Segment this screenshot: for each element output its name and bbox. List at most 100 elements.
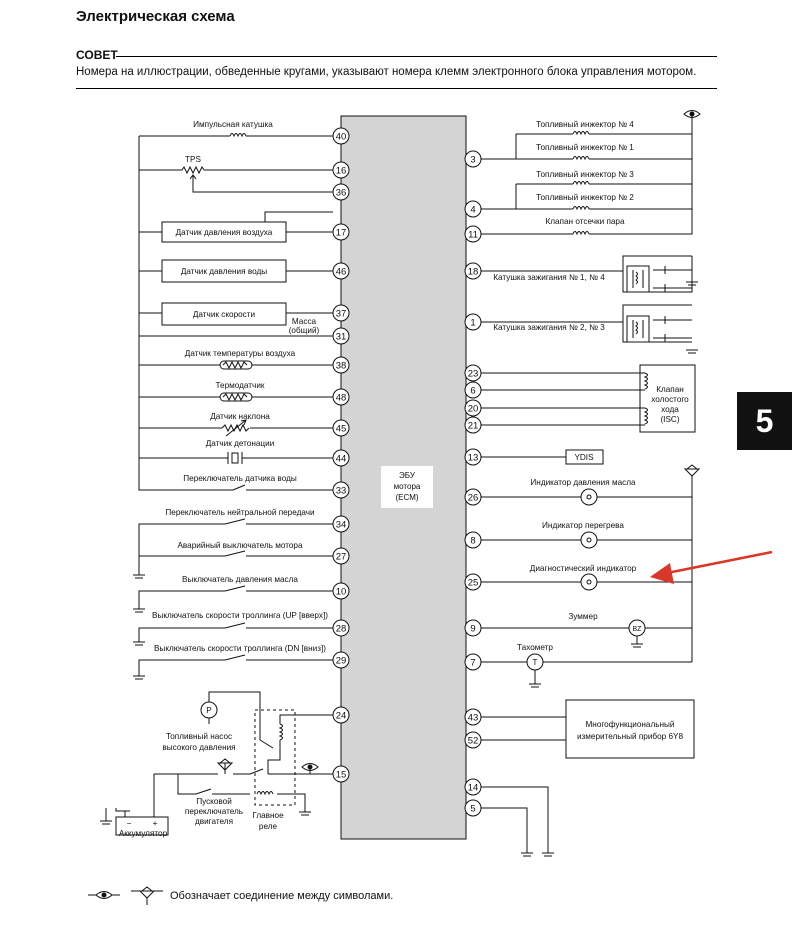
pin-left-36 <box>332 183 350 201</box>
label-multimeter-2: измерительный прибор 6Y8 <box>577 732 684 741</box>
pin-label-right-13: 13 <box>468 453 479 464</box>
label-relay-2: реле <box>259 822 278 831</box>
label-tps: TPS <box>185 155 201 164</box>
label-inj4: Топливный инжектор № 4 <box>536 120 634 129</box>
ground-left-4 <box>133 675 145 680</box>
label-pump-symbol: P <box>206 706 212 715</box>
ecu-label-3: (ECM) <box>395 493 418 502</box>
wire-15 <box>153 773 333 808</box>
label-air-temp: Датчик температуры воздуха <box>185 349 296 358</box>
label-fuel-pump-1: Топливный насос <box>166 732 232 741</box>
label-tacho: Тахометр <box>517 643 553 652</box>
switch-28 <box>224 622 246 629</box>
tacho-symbol: T <box>533 658 538 667</box>
label-relay-1: Главное <box>252 811 284 820</box>
label-vapor-valve: Клапан отсечки пара <box>545 217 625 226</box>
wire-3 <box>481 133 692 160</box>
callout-arrow-head <box>650 563 674 584</box>
note-rule <box>116 56 717 57</box>
pin-right-7 <box>464 653 482 671</box>
conn-eye-top-dot <box>689 111 695 117</box>
label-multimeter-1: Многофункциональный <box>585 720 674 729</box>
ignition-coils <box>626 265 692 343</box>
ecu-label-2: мотора <box>394 482 421 491</box>
wire-17 <box>139 211 333 233</box>
pin-label-right-23: 23 <box>468 369 479 380</box>
wire-28 <box>138 627 333 642</box>
note-label: СОВЕТ <box>76 48 118 62</box>
ground-left-2 <box>133 608 145 613</box>
isc-coil-a <box>643 372 648 390</box>
pin-left-31 <box>332 327 350 345</box>
legend-eye-dot <box>101 892 107 898</box>
pin-right-23 <box>464 364 482 382</box>
pin-right-26 <box>464 488 482 506</box>
buzzer-symbol: BZ <box>633 626 643 633</box>
pin-left-27 <box>332 547 350 565</box>
pin-label-right-7: 7 <box>470 658 475 669</box>
wire-10 <box>138 590 333 609</box>
pin-label-left-38: 38 <box>336 361 347 372</box>
pin-label-left-28: 28 <box>336 624 347 635</box>
wire-9 <box>481 627 692 644</box>
wire-34 <box>138 523 333 575</box>
conn-tri-right <box>683 464 701 477</box>
label-water-pressure: Датчик давления воды <box>181 267 267 276</box>
wire-29 <box>138 659 333 676</box>
pin-label-left-34: 34 <box>336 520 347 531</box>
pin-left-33 <box>332 481 350 499</box>
label-battery: Аккумулятор <box>119 829 168 838</box>
pin-right-4 <box>464 200 482 218</box>
label-oil-indicator: Индикатор давления масла <box>530 478 636 487</box>
pin-label-left-45: 45 <box>336 424 347 435</box>
wire-isc <box>481 372 645 426</box>
chapter-tab: 5 <box>737 392 792 450</box>
pin-right-13 <box>464 448 482 466</box>
wire-pump <box>208 691 274 749</box>
wire-24 <box>267 714 333 774</box>
pin-label-left-40: 40 <box>336 132 347 143</box>
label-battery-minus: − <box>127 819 132 828</box>
callout-arrow-line <box>661 550 773 576</box>
wire-starter <box>177 774 306 812</box>
wire-18 <box>481 255 693 293</box>
thermistor-air <box>219 360 253 370</box>
relay-dashed-box <box>254 709 296 806</box>
pin-left-17 <box>332 223 350 241</box>
label-inj1: Топливный инжектор № 1 <box>536 143 634 152</box>
left-labels: Импульсная катушка TPS Датчик давления в… <box>119 120 328 838</box>
pin-left-15 <box>332 765 350 783</box>
pin-label-left-36: 36 <box>336 188 347 199</box>
switch-33 <box>232 484 246 491</box>
pin-label-right-11: 11 <box>468 230 478 241</box>
pin-right-52 <box>464 731 482 749</box>
pin-label-left-33: 33 <box>336 486 347 497</box>
wire-11 <box>481 228 693 235</box>
pin-label-right-14: 14 <box>468 783 479 794</box>
thermistor-thermo-zig <box>222 392 248 402</box>
pin-left-45 <box>332 419 350 437</box>
pin-label-left-31: 31 <box>336 332 347 343</box>
ground-bottom <box>521 852 554 857</box>
ecu-label-box <box>381 466 433 508</box>
pin-left-24 <box>332 706 350 724</box>
tps-resistor <box>181 165 205 175</box>
ground-coil-2 <box>686 349 698 354</box>
pin-left-48 <box>332 388 350 406</box>
pin-left-46 <box>332 262 350 280</box>
ecu-label-1: ЭБУ <box>399 471 416 480</box>
switch-10 <box>224 585 246 592</box>
battery-box <box>115 816 169 836</box>
wire-7 <box>481 661 692 684</box>
label-isc-2: холостого <box>651 395 689 404</box>
label-buzzer: Зуммер <box>568 612 598 621</box>
label-pulse-coil: Импульсная катушка <box>193 120 273 129</box>
pin-label-left-48: 48 <box>336 393 347 404</box>
pin-label-left-44: 44 <box>336 454 347 465</box>
pin-label-left-16: 16 <box>336 166 347 177</box>
buzzer-circle <box>628 619 646 637</box>
pin-right-43 <box>464 708 482 726</box>
pin-left-38 <box>332 356 350 374</box>
switch-27 <box>224 550 246 557</box>
